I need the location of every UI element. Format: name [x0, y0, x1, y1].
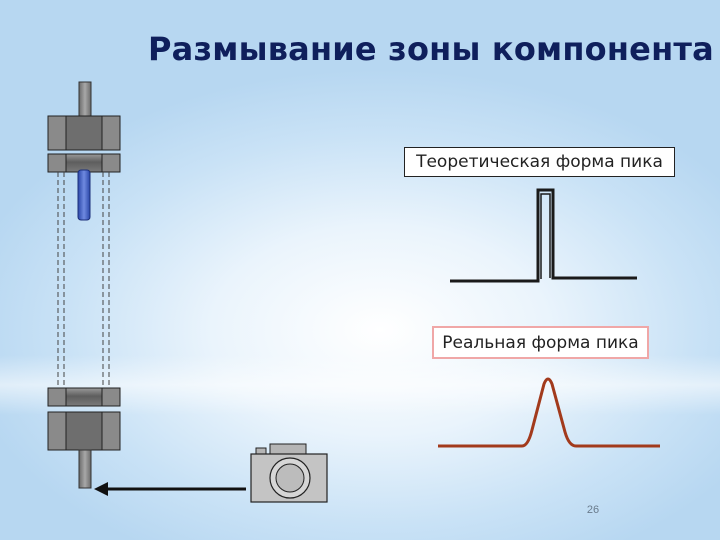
- real-peak-label: Реальная форма пика: [432, 326, 649, 359]
- top-fitting: [47, 115, 121, 151]
- bottom-fitting: [47, 411, 121, 451]
- theoretical-peak-label: Теоретическая форма пика: [404, 147, 675, 177]
- theoretical-peak-inner: [540, 193, 551, 279]
- page-number: 26: [586, 504, 600, 516]
- arrow-left-icon: [94, 482, 246, 496]
- slide-title: Размывание зоны компонента: [148, 30, 714, 68]
- camera-icon: [250, 443, 328, 503]
- top-nut: [47, 153, 121, 173]
- real-peak-line: [438, 377, 660, 448]
- column-body: [57, 172, 110, 388]
- column-icon: [47, 81, 121, 489]
- bottom-nut: [47, 387, 121, 407]
- theoretical-peak-line: [450, 188, 637, 283]
- sample-zone: [77, 169, 91, 221]
